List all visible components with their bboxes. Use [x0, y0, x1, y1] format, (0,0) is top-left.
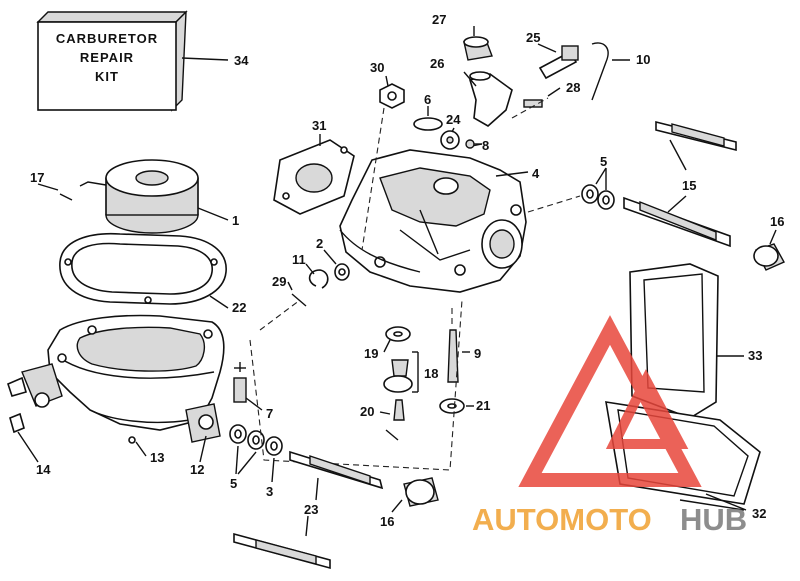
- callout-33: 33: [748, 348, 762, 363]
- watermark-text-secondary: HUB: [680, 502, 747, 537]
- callout-1: 1: [232, 213, 239, 228]
- bowl-gasket: [59, 232, 227, 305]
- link-rod: [591, 42, 609, 101]
- float-bowl: [7, 314, 225, 443]
- callout-6: 6: [424, 92, 431, 107]
- main-jet: [391, 359, 409, 377]
- callout-31: 31: [312, 118, 326, 133]
- plug-cap: [413, 117, 443, 131]
- watermark: AUTOMOTO HUB: [472, 315, 747, 537]
- needle-20: [393, 399, 405, 421]
- repair-kit-box: CARBURETOR REPAIR KIT: [36, 10, 188, 112]
- callout-27: 27: [432, 12, 446, 27]
- callout-22: 22: [232, 300, 246, 315]
- callout-21: 21: [476, 398, 490, 413]
- check-ball: [465, 139, 475, 149]
- watermark-text-primary: AUTOMOTO: [472, 502, 652, 537]
- callout-12: 12: [190, 462, 204, 477]
- float: [79, 159, 199, 234]
- callout-18: 18: [424, 366, 438, 381]
- watermark-triangle-outer: [518, 315, 702, 487]
- callout-5-lower: 5: [230, 476, 237, 491]
- callout-28: 28: [566, 80, 580, 95]
- nozzle: [447, 329, 459, 383]
- callout-24: 24: [446, 112, 461, 127]
- fuel-fitting: [9, 412, 25, 434]
- callout-32: 32: [752, 506, 766, 521]
- screw: [233, 377, 247, 403]
- callout-16-upper: 16: [770, 214, 784, 229]
- callout-17: 17: [30, 170, 44, 185]
- needle-valves: [623, 120, 737, 248]
- callout-2: 2: [316, 236, 323, 251]
- kit-label-line1: CARBURETOR: [56, 31, 158, 46]
- callout-10: 10: [636, 52, 650, 67]
- watermark-triangle-inner: [605, 369, 689, 449]
- callout-34: 34: [234, 53, 249, 68]
- callout-3: 3: [266, 484, 273, 499]
- callout-5-upper: 5: [600, 154, 607, 169]
- callout-11: 11: [292, 252, 306, 267]
- callout-15: 15: [682, 178, 696, 193]
- callout-25: 25: [526, 30, 540, 45]
- callout-4: 4: [532, 166, 540, 181]
- callout-13: 13: [150, 450, 164, 465]
- callout-20: 20: [360, 404, 374, 419]
- callout-14: 14: [36, 462, 51, 477]
- callout-23: 23: [304, 502, 318, 517]
- callout-30: 30: [370, 60, 384, 75]
- callout-26: 26: [430, 56, 444, 71]
- callout-8: 8: [482, 138, 489, 153]
- carburetor-body: [339, 149, 527, 293]
- callout-16-lower: 16: [380, 514, 394, 529]
- kit-label-line2: REPAIR: [80, 50, 134, 65]
- fuel-inlet-assembly: [463, 36, 579, 127]
- idle-needle: [233, 450, 384, 570]
- callout-7: 7: [266, 406, 273, 421]
- callout-9: 9: [474, 346, 481, 361]
- callout-19: 19: [364, 346, 378, 361]
- intake-gasket: [273, 139, 355, 215]
- callout-29: 29: [272, 274, 286, 289]
- ball: [128, 436, 136, 444]
- retainer-11: [308, 269, 329, 289]
- kit-label-line3: KIT: [95, 69, 119, 84]
- washer-set-lower: [229, 424, 283, 456]
